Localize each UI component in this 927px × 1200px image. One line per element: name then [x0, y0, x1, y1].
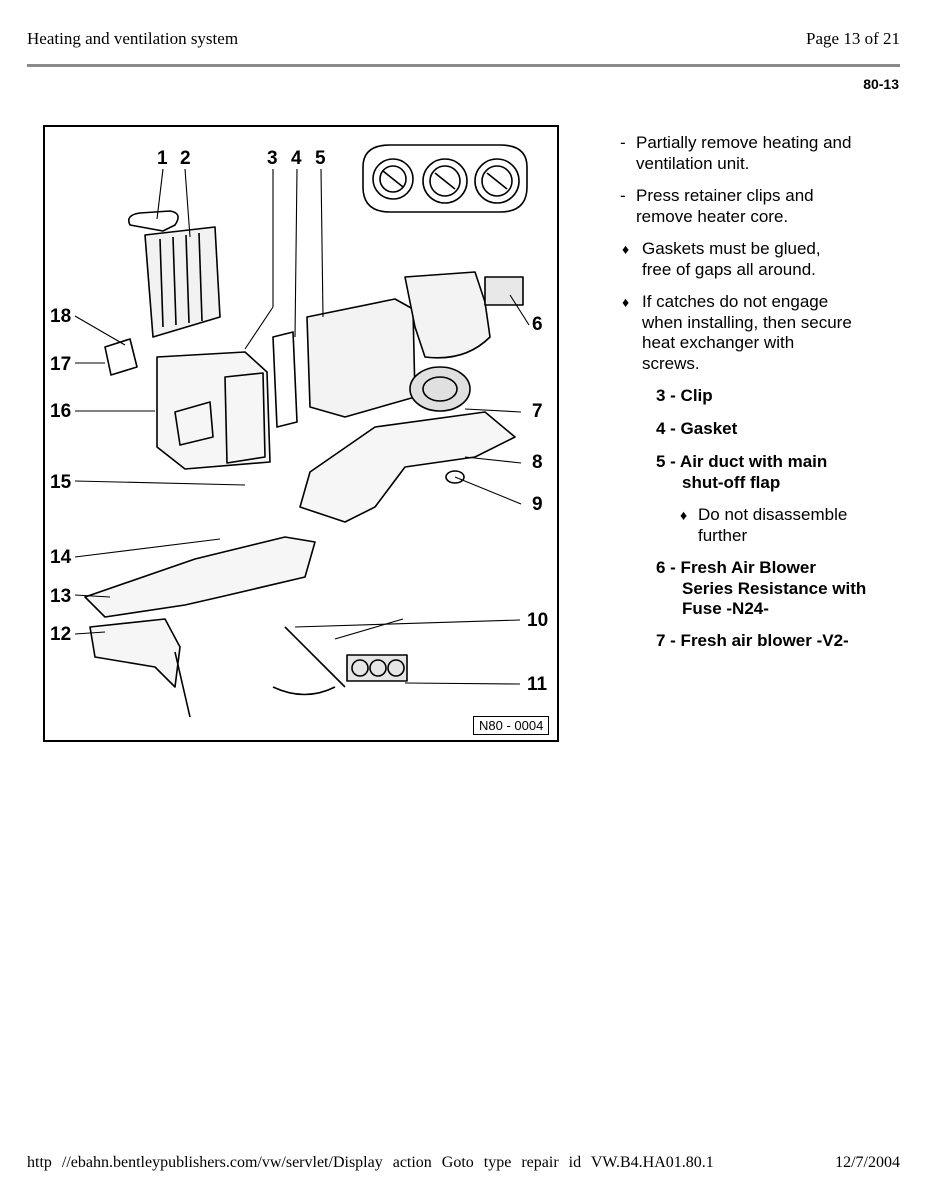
footer-url: http //ebahn.bentleypublishers.com/vw/se… — [27, 1154, 714, 1171]
diamond-bullet-icon: ♦ — [622, 294, 630, 310]
callout-16: 16 — [50, 401, 72, 422]
legend-text: 3 - Clip — [656, 386, 713, 405]
callout-11: 11 — [527, 674, 548, 695]
note-text: screws. — [642, 354, 700, 373]
lower-plenum — [299, 411, 516, 523]
knob-left — [372, 158, 414, 200]
note-text: further — [698, 526, 748, 545]
callout-6: 6 — [532, 314, 543, 335]
legend-text: 5 - Air duct with main — [656, 452, 828, 471]
callout-5: 5 — [315, 148, 326, 169]
figure-code: N80 - 0004 — [473, 716, 550, 735]
heater-box — [156, 351, 271, 470]
knob-middle — [422, 158, 468, 204]
note-text: free of gaps all around. — [642, 260, 816, 279]
section-code: 80-13 — [863, 76, 899, 92]
page-number: Page 13 of 21 — [806, 29, 900, 48]
callout-7: 7 — [532, 401, 543, 422]
knob-right — [474, 158, 520, 204]
callout-9: 9 — [532, 494, 543, 515]
exploded-view-figure: 1 2 3 4 5 6 7 8 9 10 11 12 13 14 15 16 1… — [43, 125, 559, 742]
series-resistance — [484, 276, 524, 306]
note-text: Partially remove heating and — [636, 133, 852, 152]
callout-3: 3 — [267, 148, 278, 169]
cable-harness — [284, 626, 346, 688]
callout-12: 12 — [50, 624, 72, 645]
diamond-bullet-icon: ♦ — [680, 507, 688, 523]
header-divider — [27, 64, 900, 67]
note-text: Gaskets must be glued, — [642, 239, 821, 258]
gasket — [272, 331, 298, 428]
callout-14: 14 — [50, 547, 72, 568]
floor-duct-lower — [89, 618, 181, 688]
note-text: Press retainer clips and — [636, 186, 814, 205]
note-text: remove heater core. — [636, 207, 789, 226]
footer-date: 12/7/2004 — [835, 1154, 900, 1171]
control-panel-face — [362, 144, 528, 213]
callout-2: 2 — [180, 148, 191, 169]
air-inlet — [104, 338, 138, 376]
callout-17: 17 — [50, 354, 72, 375]
callout-18: 18 — [50, 306, 72, 327]
legend-text: Series Resistance with — [682, 579, 867, 598]
note-text: If catches do not engage — [642, 292, 829, 311]
callout-4: 4 — [291, 148, 302, 169]
heater-core — [144, 226, 221, 338]
callout-1: 1 — [157, 148, 168, 169]
legend-text: 6 - Fresh Air Blower — [656, 558, 816, 577]
floor-duct-upper — [84, 536, 316, 618]
document-title: Heating and ventilation system — [27, 29, 239, 48]
callout-13: 13 — [50, 586, 72, 607]
switch-module — [346, 654, 408, 682]
legend-text: 7 - Fresh air blower -V2- — [656, 631, 849, 650]
legend-text: shut-off flap — [682, 473, 781, 492]
legend-text: 4 - Gasket — [656, 419, 738, 438]
callout-15: 15 — [50, 472, 72, 493]
note-text: when installing, then secure — [642, 313, 852, 332]
callout-8: 8 — [532, 452, 543, 473]
grommet — [445, 470, 465, 484]
note-text: ventilation unit. — [636, 154, 750, 173]
blower-wheel — [409, 366, 471, 412]
dash-marker: - — [620, 186, 626, 205]
heating-unit-drawing — [74, 144, 530, 718]
diamond-bullet-icon: ♦ — [622, 241, 630, 257]
note-text: Do not disassemble — [698, 505, 848, 524]
callout-10: 10 — [527, 610, 549, 631]
dash-marker: - — [620, 133, 626, 152]
note-text: heat exchanger with — [642, 333, 795, 352]
legend-text: Fuse -N24- — [682, 599, 769, 618]
